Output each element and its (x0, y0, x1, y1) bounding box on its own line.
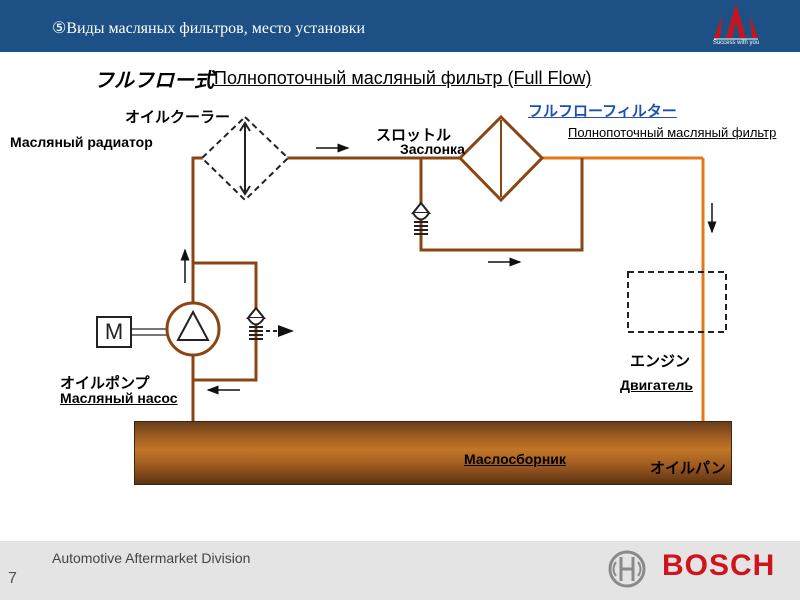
motor-shaft (132, 328, 168, 336)
oil-pump-jp: オイルポンプ (60, 375, 150, 392)
full-flow-filter (457, 114, 545, 203)
throttle-jp: スロットル (376, 127, 452, 144)
page-title: ⑤Виды масляных фильтров, место установки (52, 20, 366, 37)
oil-sump (134, 421, 732, 485)
motor-box: M (96, 316, 132, 348)
footer-bar (0, 541, 800, 600)
logo-caption: Success with you (712, 40, 760, 46)
relief-valve (245, 306, 294, 340)
throttle-ru: Заслонка (400, 141, 465, 157)
company-logo: Success with you (708, 2, 764, 52)
bosch-emblem-icon (608, 550, 646, 588)
oil-cooler (200, 115, 290, 202)
filter-jp: フルフローフィルター (528, 103, 677, 120)
engine-jp: エンジン (630, 353, 691, 370)
oil-cooler-ru: Масляный радиатор (10, 134, 153, 150)
division-name: Automotive Aftermarket Division (52, 550, 251, 566)
engine-box (627, 271, 727, 333)
oil-pan-jp: オイルパン (650, 460, 726, 477)
title-ru: Полнопоточный масляный фильтр (Full Flow… (214, 68, 592, 88)
title-jp: フルフロー式 (94, 70, 214, 92)
filter-ru: Полнопоточный масляный фильтр (568, 125, 777, 140)
brand-wordmark: BOSCH (662, 549, 776, 582)
engine-ru: Двигатель (620, 377, 693, 393)
header-bar: ⑤Виды масляных фильтров, место установки… (0, 0, 800, 52)
page-number: 7 (8, 570, 17, 587)
oil-cooler-jp: オイルクーラー (125, 109, 231, 126)
oil-circuit-diagram (132, 114, 727, 422)
oil-pump (165, 301, 221, 357)
throttle-valve (410, 201, 432, 235)
logo-icon (714, 4, 758, 40)
oil-pump-ru: Масляный насос (60, 390, 178, 406)
sump-ru: Маслосборник (464, 451, 566, 467)
